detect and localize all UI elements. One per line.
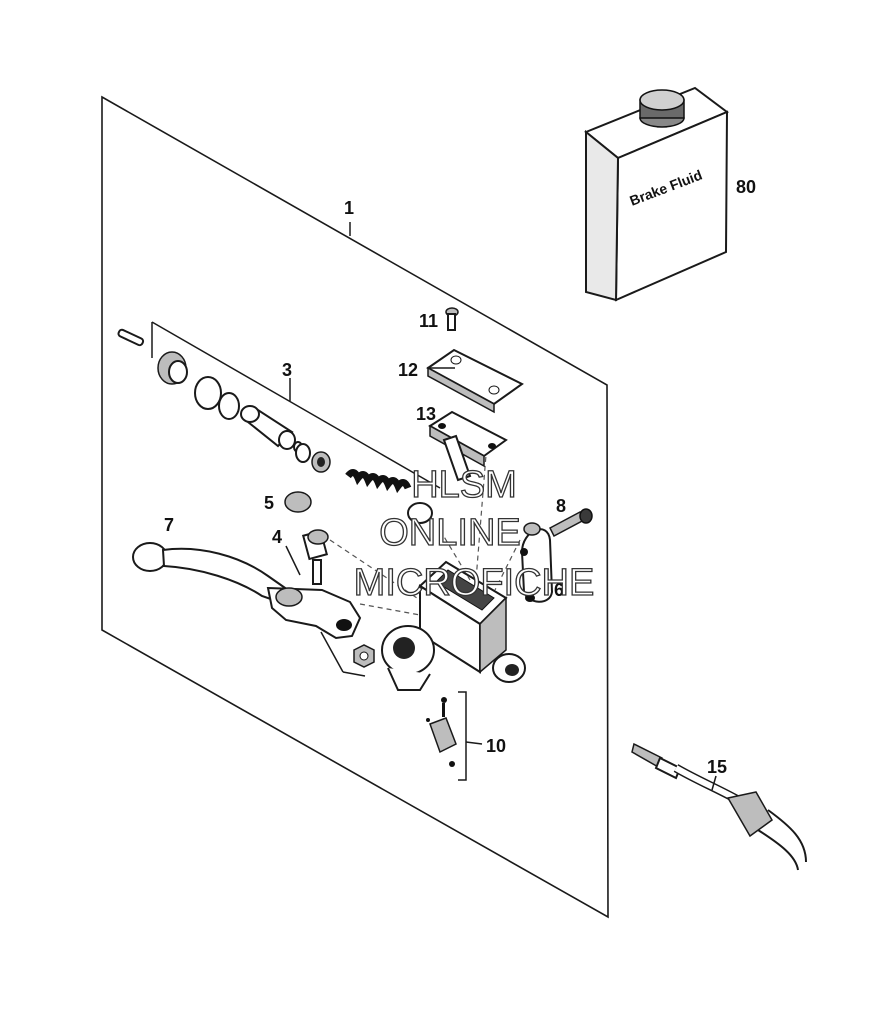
callout-10: 10: [486, 736, 506, 756]
callout-1: 1: [344, 198, 354, 218]
pivot-bolt: [301, 529, 329, 585]
assembly-panel: [101, 95, 609, 919]
master-cylinder-body: [381, 560, 526, 691]
callout-6: 6: [554, 580, 564, 600]
callout-15: 15: [707, 757, 727, 777]
callout-12: 12: [398, 360, 418, 380]
clamp-bolt: [549, 508, 593, 538]
callout-7: 7: [164, 515, 174, 535]
brake-fluid-bottle: Brake Fluid: [584, 86, 729, 302]
brake-lever: [132, 542, 362, 640]
callout-3: 3: [282, 360, 292, 380]
watermark-line3: MICROFICHE: [354, 562, 595, 604]
seal-ring-2: [218, 392, 240, 420]
reservoir-cover: [426, 348, 524, 414]
seal-ring-1: [194, 376, 222, 410]
callout-13: 13: [416, 404, 436, 424]
cup-seal: [295, 443, 311, 463]
brake-hose: [631, 742, 807, 871]
callout-8: 8: [556, 496, 566, 516]
brake-light-switch: [426, 697, 457, 767]
watermark-line1: HLSM: [411, 464, 517, 506]
watermark-line2: ONLINE: [379, 512, 520, 554]
callout-80: 80: [736, 177, 756, 197]
pushrod-pin: [117, 328, 145, 347]
callout-5: 5: [264, 493, 274, 513]
handlebar-clamp: [520, 522, 554, 603]
callout-11: 11: [419, 311, 438, 331]
cover-screw: [445, 307, 459, 331]
dust-boot: [157, 351, 188, 385]
callout-4: 4: [272, 527, 282, 547]
diaphragm-plate: [428, 410, 508, 482]
return-spring: [345, 469, 412, 494]
o-ring: [407, 502, 433, 524]
bracket-10: [458, 691, 467, 781]
cap-5: [284, 491, 312, 513]
